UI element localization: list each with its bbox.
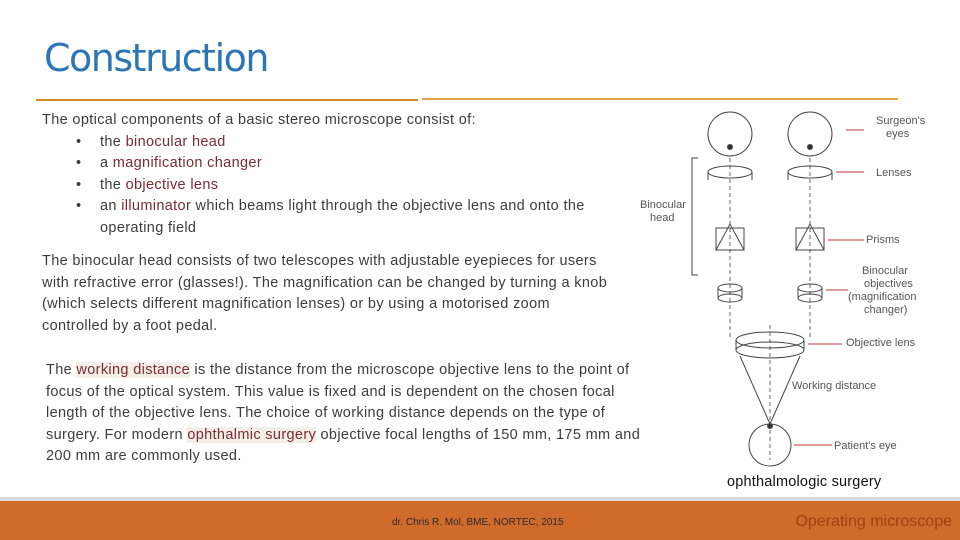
- label-patients-eye: Patient's eye: [834, 440, 897, 452]
- microscope-diagram: Surgeon's eyes Lenses Binocular head Pri…: [636, 100, 928, 472]
- bullet-icon: •: [76, 198, 82, 214]
- label-surgeons-eyes: Surgeon's: [876, 115, 926, 127]
- label-binocular-head: Binocular: [640, 199, 686, 211]
- label-lenses: Lenses: [876, 167, 912, 179]
- term-illuminator: illuminator: [121, 198, 192, 214]
- list-item: •the objective lens: [42, 175, 632, 197]
- footer-credit: dr. Chris R. Mol, BME, NORTEC, 2015: [392, 517, 564, 528]
- component-list: •the binocular head •a magnification cha…: [42, 132, 632, 240]
- footer-slide-title: Operating microscope: [795, 513, 952, 530]
- term-ophthalmic-surgery: ophthalmic surgery: [187, 426, 317, 443]
- label-binocular-objectives-3: (magnification: [848, 291, 916, 303]
- working-distance-paragraph: The working distance is the distance fro…: [46, 362, 641, 464]
- term-magnification-changer: magnification changer: [112, 155, 263, 171]
- label-prisms: Prisms: [866, 234, 900, 246]
- intro-lead: The optical components of a basic stereo…: [42, 112, 476, 128]
- footer-bar: [0, 501, 960, 540]
- bullet-icon: •: [76, 176, 82, 193]
- surgeon-eye-left: [707, 111, 753, 157]
- label-binocular-head-2: head: [650, 212, 674, 224]
- list-item: •an illuminator which beams light throug…: [76, 198, 585, 236]
- term-working-distance: working distance: [76, 362, 191, 378]
- title-underline-right: [422, 98, 898, 100]
- label-binocular-objectives-4: changer): [864, 304, 907, 316]
- term-binocular-head: binocular head: [125, 133, 226, 150]
- title-underline: [36, 99, 418, 101]
- bullet-icon: •: [76, 133, 82, 150]
- label-surgeons-eyes-2: eyes: [886, 128, 910, 140]
- label-working-distance: Working distance: [792, 380, 876, 392]
- microscope-diagram-svg: Surgeon's eyes Lenses Binocular head Pri…: [640, 111, 926, 467]
- binocular-head-paragraph: The binocular head consists of two teles…: [42, 253, 608, 334]
- label-objective-lens: Objective lens: [846, 337, 916, 349]
- list-item: •a magnification changer: [42, 153, 632, 175]
- surgeon-eye-right: [787, 111, 833, 157]
- bullet-icon: •: [76, 155, 82, 171]
- intro-block: The optical components of a basic stereo…: [42, 110, 632, 239]
- diagram-caption: ophthalmologic surgery: [727, 474, 882, 490]
- label-binocular-objectives: Binocular: [862, 265, 908, 277]
- term-objective-lens: objective lens: [125, 176, 219, 193]
- slide-title: Construction: [44, 36, 269, 80]
- label-binocular-objectives-2: objectives: [864, 278, 913, 290]
- footer-divider: [0, 497, 960, 501]
- list-item: •the binocular head: [42, 132, 632, 154]
